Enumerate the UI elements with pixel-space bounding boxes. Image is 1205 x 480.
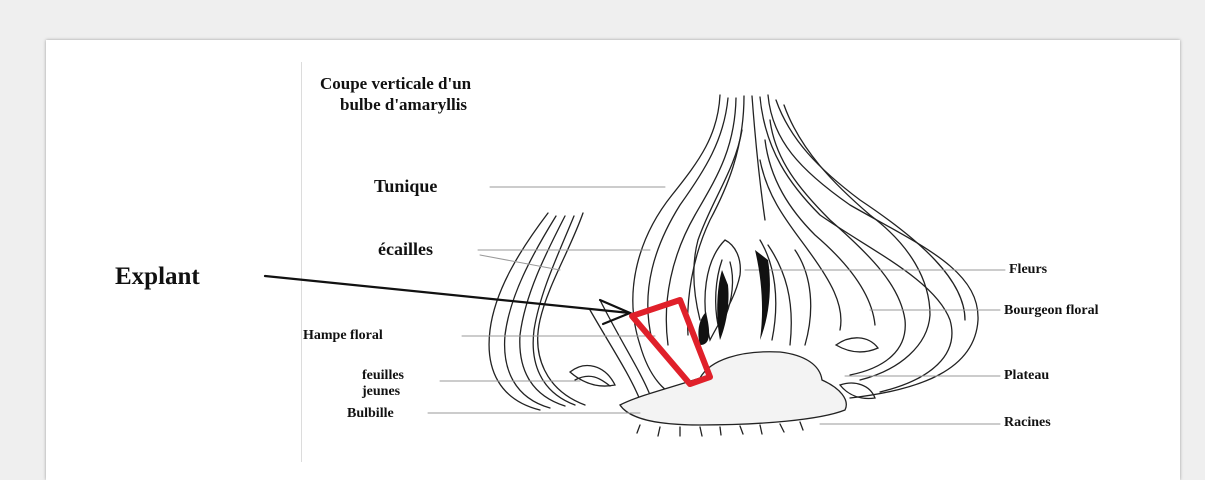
label-bulbille: Bulbille bbox=[347, 407, 394, 421]
basal-plate-outline bbox=[620, 352, 846, 425]
title-line-1: Coupe verticale d'un bbox=[320, 75, 471, 92]
label-tunique: Tunique bbox=[374, 177, 437, 195]
label-bourgeon-floral: Bourgeon floral bbox=[1004, 304, 1099, 318]
title-line-2: bulbe d'amaryllis bbox=[340, 96, 467, 113]
young-leaves-outline bbox=[570, 366, 615, 387]
label-feuilles: feuilles bbox=[362, 369, 404, 383]
flower-stalk-outline bbox=[489, 213, 585, 410]
label-plateau: Plateau bbox=[1004, 369, 1049, 383]
bulb-diagram bbox=[0, 0, 1205, 467]
label-jeunes: jeunes bbox=[362, 385, 400, 399]
label-ecailles: écailles bbox=[378, 240, 433, 258]
label-hampe-floral: Hampe floral bbox=[303, 329, 383, 343]
inner-petal-dark bbox=[717, 270, 728, 340]
explant-arrow-line bbox=[265, 276, 630, 313]
label-fleurs: Fleurs bbox=[1009, 263, 1047, 277]
label-explant: Explant bbox=[115, 264, 200, 289]
label-racines: Racines bbox=[1004, 416, 1051, 430]
